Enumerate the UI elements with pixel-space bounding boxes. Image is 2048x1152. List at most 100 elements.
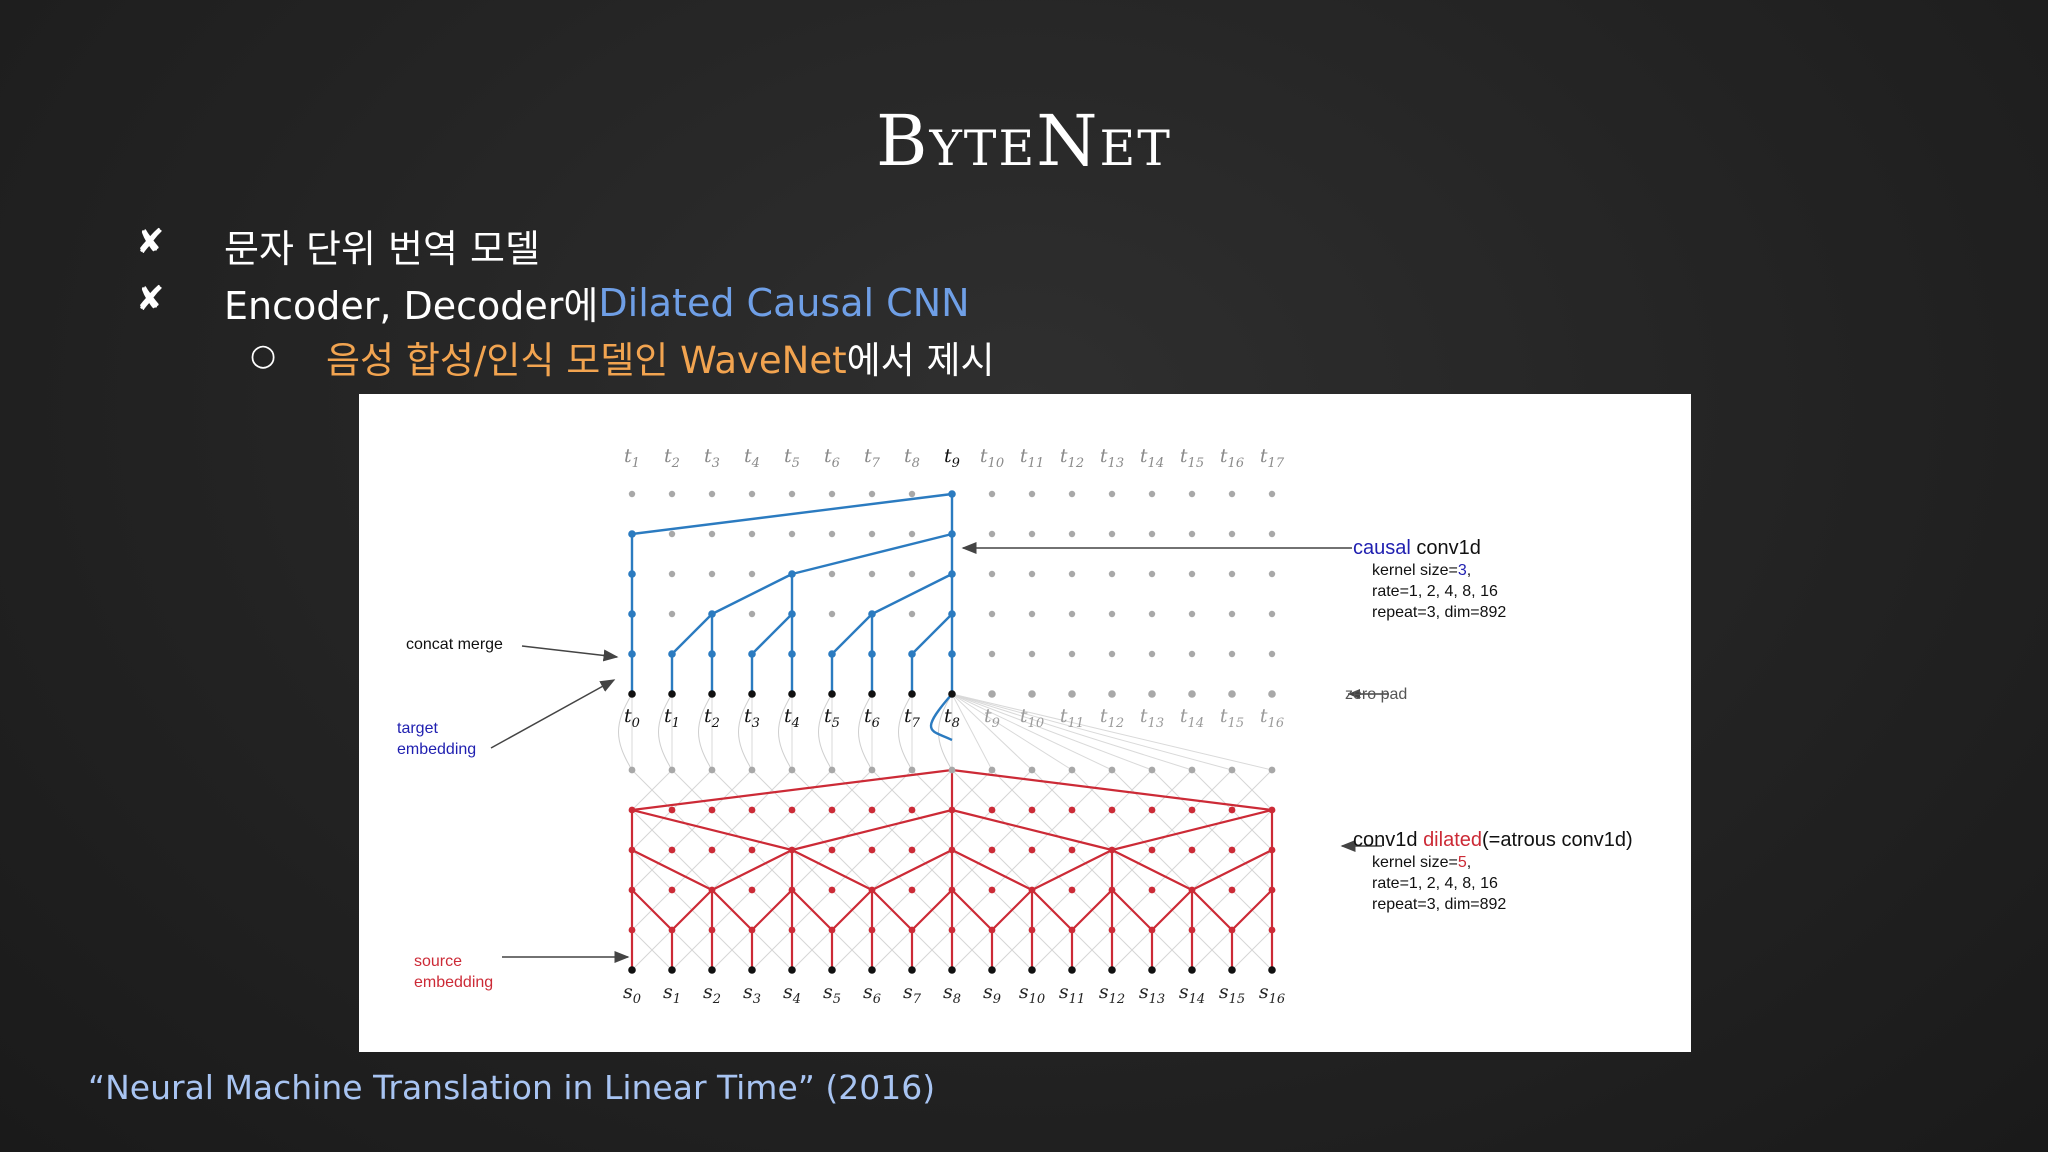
- decoder-node: [828, 650, 836, 658]
- dilated-edge: [1111, 889, 1153, 931]
- target-input-label: t16: [1260, 705, 1284, 731]
- encoder-node: [1228, 926, 1236, 934]
- lattice-edge: [1071, 809, 1113, 851]
- target-input-node: [628, 690, 636, 698]
- decoder-node: [1068, 570, 1076, 578]
- decoder-node: [1108, 530, 1116, 538]
- dilated-word: dilated: [1423, 829, 1482, 851]
- source-input-node: [948, 966, 956, 974]
- lattice-edge: [1191, 809, 1233, 851]
- decoder-node: [1228, 490, 1236, 498]
- lattice-edge: [1071, 849, 1113, 891]
- decoder-node: [1108, 570, 1116, 578]
- decoder-node: [868, 650, 876, 658]
- lattice-edge: [711, 849, 753, 891]
- encoder-node: [1108, 846, 1116, 854]
- decoder-node: [948, 570, 956, 578]
- dilated-edge: [751, 889, 793, 931]
- target-input-node: [1228, 690, 1236, 698]
- lattice-edge: [671, 809, 713, 851]
- target-output-label: t12: [1060, 445, 1084, 471]
- sub-bullet: 음성 합성/인식 모델인 WaveNet 에서 제시: [326, 330, 995, 384]
- target-input-node: [1108, 690, 1116, 698]
- causal-repeat: repeat=3, dim=892: [1372, 604, 1506, 621]
- target-input-node: [1148, 690, 1156, 698]
- encoder-node: [868, 806, 876, 814]
- source-embedding-label-line1: source: [414, 953, 462, 970]
- decoder-node: [708, 570, 716, 578]
- lattice-edge: [911, 769, 953, 811]
- target-curve: [898, 693, 913, 771]
- target-input-node: [708, 690, 716, 698]
- decoder-node: [748, 490, 756, 498]
- target-output-label: t13: [1100, 445, 1124, 471]
- decoder-node: [708, 650, 716, 658]
- encoder-node: [1028, 926, 1036, 934]
- lattice-edge: [1191, 929, 1233, 971]
- causal-edge: [631, 492, 953, 536]
- encoder-node: [1068, 926, 1076, 934]
- encoder-node: [1108, 886, 1116, 894]
- causal-edge: [711, 572, 793, 616]
- encoder-node: [948, 886, 956, 894]
- target-input-label: t14: [1180, 705, 1204, 731]
- decoder-node: [668, 490, 676, 498]
- encoder-node: [708, 886, 716, 894]
- target-output-label: t11: [1020, 445, 1044, 471]
- lattice-edge: [1111, 849, 1153, 891]
- decoder-node: [1228, 610, 1236, 618]
- decoder-node: [1068, 650, 1076, 658]
- lattice-edge: [1151, 849, 1193, 891]
- target-input-node: [828, 690, 836, 698]
- decoder-node: [1268, 490, 1276, 498]
- decoder-node: [868, 610, 876, 618]
- decoder-node: [788, 650, 796, 658]
- dilated-kernel-suffix: ,: [1467, 854, 1471, 871]
- sub-bullet-orange-text: 음성 합성/인식 모델인 WaveNet: [326, 339, 847, 382]
- lattice-edge: [671, 849, 713, 891]
- decoder-node: [1028, 490, 1036, 498]
- encoder-node: [628, 926, 636, 934]
- encoder-node: [1268, 806, 1276, 814]
- source-input-node: [1028, 966, 1036, 974]
- decoder-node: [748, 650, 756, 658]
- encoder-node: [988, 886, 996, 894]
- dilated-edge: [791, 849, 873, 891]
- target-output-label: t3: [704, 445, 720, 471]
- encoder-node: [1068, 846, 1076, 854]
- causal-kernel-suffix: ,: [1467, 562, 1471, 579]
- lattice-edge: [911, 929, 953, 971]
- lattice-edge: [1231, 929, 1273, 971]
- lattice-edge: [1111, 929, 1153, 971]
- target-output-label: t2: [664, 445, 680, 471]
- source-label: s14: [1179, 981, 1205, 1007]
- decoder-node: [748, 570, 756, 578]
- decoder-node: [828, 530, 836, 538]
- source-embedding-label-line2: embedding: [414, 974, 493, 991]
- lattice-edge: [711, 809, 753, 851]
- decoder-node: [908, 570, 916, 578]
- decoder-node: [1028, 610, 1036, 618]
- source-input-node: [1268, 966, 1276, 974]
- source-input-node: [1108, 966, 1116, 974]
- encoder-node: [668, 886, 676, 894]
- encoder-node: [1148, 926, 1156, 934]
- target-curve: [738, 693, 753, 771]
- decoder-node: [1228, 570, 1236, 578]
- decoder-node: [948, 530, 956, 538]
- target-input-label: t0: [624, 705, 640, 731]
- dilated-kernel-value: 5: [1458, 854, 1467, 871]
- dilated-edge: [951, 889, 993, 931]
- encoder-node: [1268, 766, 1276, 774]
- encoder-node: [908, 846, 916, 854]
- decoder-node: [1108, 490, 1116, 498]
- encoder-node: [948, 806, 956, 814]
- target-input-node: [1268, 690, 1276, 698]
- lattice-edge: [791, 809, 833, 851]
- encoder-node: [748, 846, 756, 854]
- dilated-edge: [1191, 849, 1273, 891]
- decoder-node: [828, 490, 836, 498]
- source-label: s6: [863, 981, 881, 1007]
- decoder-node: [1068, 490, 1076, 498]
- source-label: s1: [663, 981, 681, 1007]
